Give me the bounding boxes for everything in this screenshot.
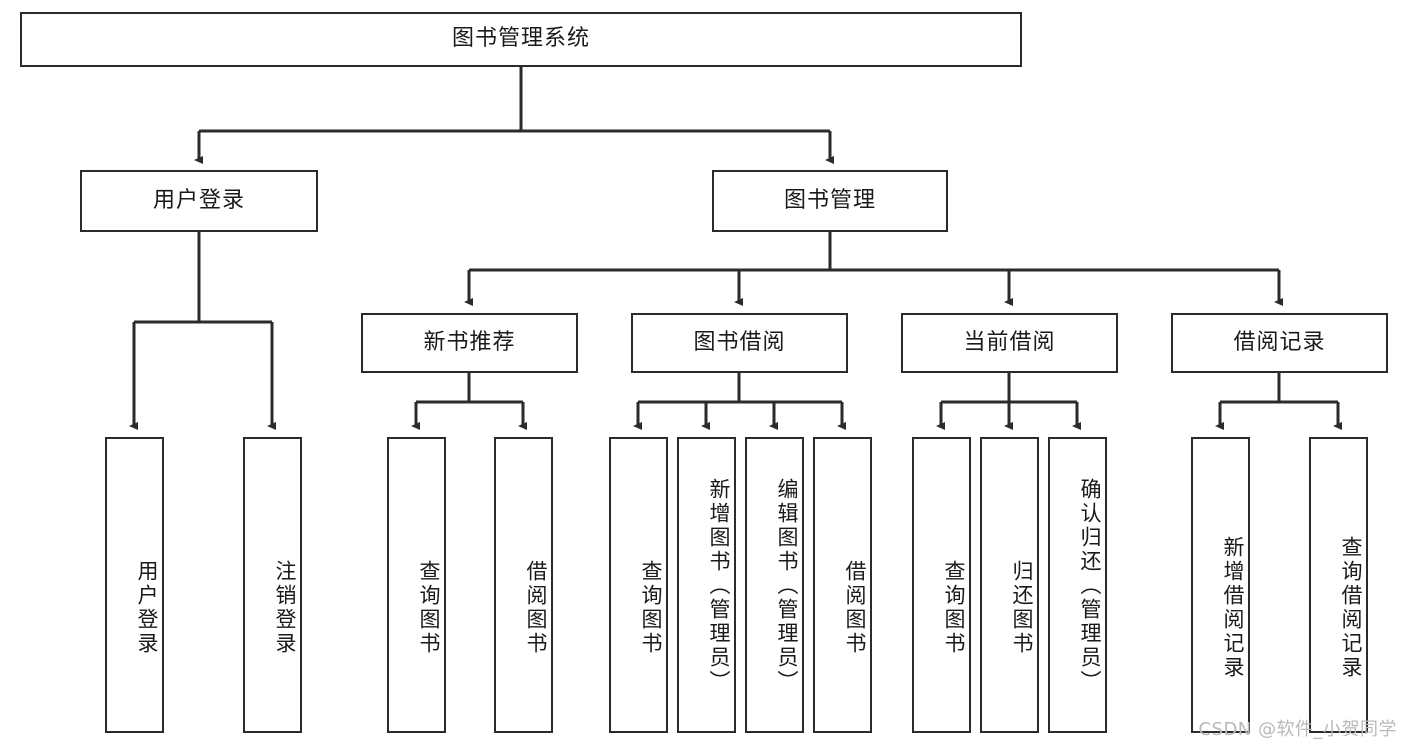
node-label: 当前借阅: [963, 329, 1056, 355]
node-label: 注销登录: [273, 560, 297, 656]
node-label: 图书管理: [783, 187, 876, 213]
leaf-book-borrow-query-books[interactable]: 查询图书: [609, 437, 668, 733]
leaf-current-borrow-query-books[interactable]: 查询图书: [912, 437, 971, 733]
node-label: 查询图书: [942, 560, 966, 656]
node-label: 借阅记录: [1233, 329, 1326, 355]
node-label: 编辑图书（管理员）: [775, 478, 799, 694]
node-label: 图书管理系统: [451, 26, 590, 52]
node-label: 确认归还（管理员）: [1078, 478, 1102, 694]
leaf-book-borrow-edit-book-admin[interactable]: 编辑图书（管理员）: [745, 437, 804, 733]
node-label: 新书推荐: [423, 329, 516, 355]
node-label: 借阅图书: [843, 560, 867, 656]
leaf-new-book-borrow-books[interactable]: 借阅图书: [494, 437, 553, 733]
node-label: 新增借阅记录: [1221, 536, 1245, 680]
leaf-current-borrow-return-books[interactable]: 归还图书: [980, 437, 1039, 733]
leaf-book-borrow-add-book-admin[interactable]: 新增图书（管理员）: [677, 437, 736, 733]
node-label: 用户登录: [152, 187, 245, 213]
leaf-user-login-logout[interactable]: 注销登录: [243, 437, 302, 733]
node-book-borrowing[interactable]: 图书借阅: [631, 313, 848, 373]
node-label: 归还图书: [1010, 560, 1034, 656]
csdn-watermark: CSDN @软件_小贺同学: [1198, 719, 1397, 740]
node-label: 查询图书: [417, 560, 441, 656]
node-label: 查询借阅记录: [1339, 536, 1363, 680]
leaf-new-book-query-books[interactable]: 查询图书: [387, 437, 446, 733]
node-label: 查询图书: [639, 560, 663, 656]
node-borrowing-record[interactable]: 借阅记录: [1171, 313, 1388, 373]
node-current-borrowing[interactable]: 当前借阅: [901, 313, 1118, 373]
leaf-current-borrow-confirm-return-admin[interactable]: 确认归还（管理员）: [1048, 437, 1107, 733]
leaf-user-login-login[interactable]: 用户登录: [105, 437, 164, 733]
node-label: 用户登录: [135, 560, 159, 656]
node-new-book-recommendation[interactable]: 新书推荐: [361, 313, 578, 373]
node-label: 新增图书（管理员）: [707, 478, 731, 694]
leaf-borrow-record-query-record[interactable]: 查询借阅记录: [1309, 437, 1368, 733]
node-label: 图书借阅: [693, 329, 786, 355]
node-label: 借阅图书: [524, 560, 548, 656]
node-user-login[interactable]: 用户登录: [80, 170, 318, 232]
leaf-borrow-record-add-record[interactable]: 新增借阅记录: [1191, 437, 1250, 733]
node-book-management[interactable]: 图书管理: [712, 170, 948, 232]
leaf-book-borrow-borrow-books[interactable]: 借阅图书: [813, 437, 872, 733]
node-root-book-management-system[interactable]: 图书管理系统: [20, 12, 1022, 67]
